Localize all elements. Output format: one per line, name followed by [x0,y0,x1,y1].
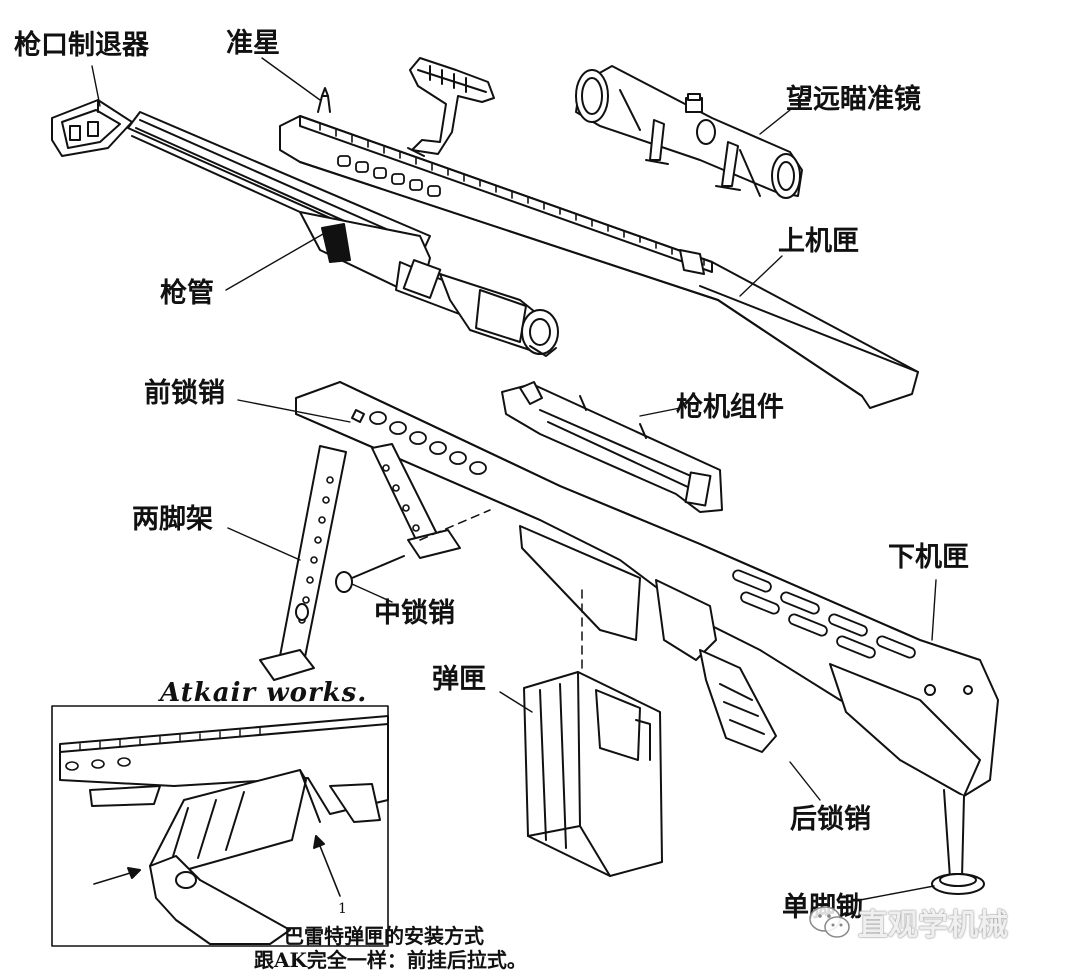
leader-lines [91,57,937,901]
inset-caption-line1: 巴雷特弹匣的安装方式 [284,924,484,948]
label-scope: 望远瞄准镜 [786,84,921,115]
barrel-drawing [51,99,559,357]
watermark: 直观学机械 [808,900,1008,944]
label-bipod: 两脚架 [132,504,213,535]
magazine-drawing [419,509,663,877]
upper-receiver-drawing [279,57,919,409]
label-upper-receiver: 上机匣 [778,226,859,257]
label-muzzle-brake: 枪口制退器 [14,30,149,61]
muzzle-brake-drawing [51,99,133,157]
label-rear-lock-pin: 后锁销 [790,804,871,835]
label-front-sight: 准星 [226,28,280,59]
inset-callout-number: 1 [338,901,347,917]
bolt-assembly-drawing [501,381,723,513]
scope-drawing [575,65,803,199]
inset-caption-line2: 跟AK完全一样：前挂后拉式。 [254,948,527,972]
label-magazine: 弹匣 [432,664,486,695]
watermark-text: 直观学机械 [858,908,1008,943]
label-lower-receiver: 下机匣 [888,542,969,573]
label-barrel: 枪管 [160,278,214,309]
bipod-drawing [259,443,461,681]
inset-panel [51,705,389,947]
label-middle-lock-pin: 中锁销 [374,598,455,629]
wechat-icon [809,906,850,938]
lower-receiver-drawing [295,381,999,895]
label-front-lock-pin: 前锁销 [144,378,225,409]
label-bolt-assembly: 枪机组件 [676,392,784,423]
artist-signature: Atkair works. [160,678,368,708]
